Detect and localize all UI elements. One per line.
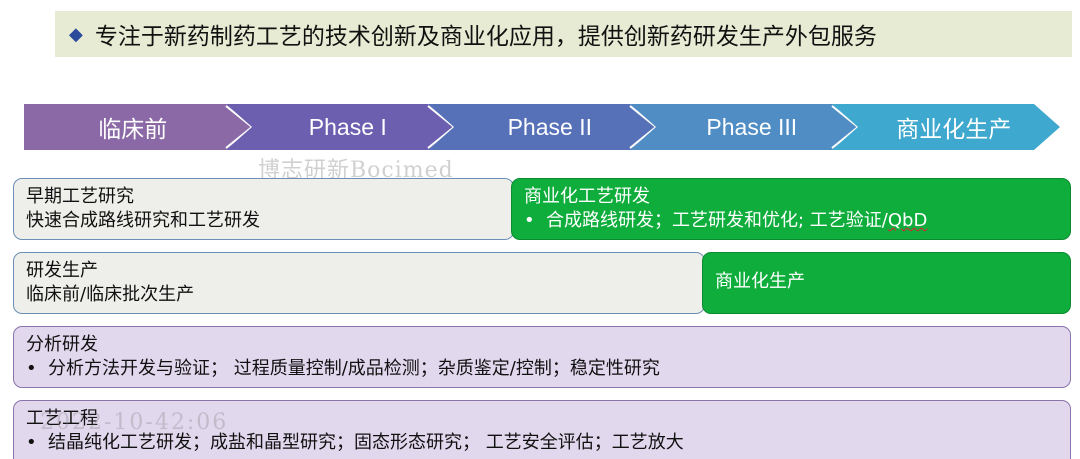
phase-label: Phase II <box>507 113 592 140</box>
phase-label: 商业化生产 <box>896 116 1012 142</box>
commercial-process-line: 合成路线研发；工艺研发和优化; 工艺验证/ <box>546 210 888 231</box>
diamond-icon: ◆ <box>69 23 83 45</box>
phase-chevron <box>24 104 252 150</box>
early-process-line: 快速合成路线研究和工艺研发 <box>26 210 260 231</box>
qbd-text: QbD <box>887 210 928 231</box>
phase-label: 临床前 <box>98 116 168 142</box>
top-banner: ◆ 专注于新药制药工艺的技术创新及商业化应用，提供创新药研发生产外包服务 <box>55 11 1072 57</box>
bullet-mark: • <box>26 432 37 453</box>
bullet-mark: • <box>524 210 535 231</box>
engineering-title: 工艺工程 <box>26 408 98 429</box>
engineering-box: 工艺工程 • 结晶纯化工艺研发；成盐和晶型研究；固态形态研究； 工艺安全评估；工艺… <box>13 400 1071 459</box>
engineering-line: 结晶纯化工艺研发；成盐和晶型研究；固态形态研究； 工艺安全评估；工艺放大 <box>48 432 684 453</box>
watermark-timestamp: 2022-10-42:06 <box>40 410 229 435</box>
commercial-production-title: 商业化生产 <box>715 271 805 292</box>
phase-chevron <box>832 104 1060 150</box>
rd-production-box: 研发生产 临床前/临床批次生产 <box>13 252 705 314</box>
phase-chevron <box>226 104 454 150</box>
commercial-production-box: 商业化生产 <box>702 252 1071 314</box>
phase-arrow-graphic <box>24 104 1060 150</box>
phase-label: Phase III <box>706 113 798 140</box>
rd-production-title: 研发生产 <box>26 260 98 281</box>
phase-chevron <box>428 104 656 150</box>
analysis-line: 分析方法开发与验证； 过程质量控制/成品检测；杂质鉴定/控制；稳定性研究 <box>48 358 660 379</box>
analysis-box: 分析研发 • 分析方法开发与验证； 过程质量控制/成品检测；杂质鉴定/控制；稳定性… <box>13 326 1071 388</box>
commercial-process-box: 商业化工艺研发 • 合成路线研发；工艺研发和优化; 工艺验证/QbD <box>511 178 1071 240</box>
bullet-mark: • <box>26 358 37 379</box>
phase-arrow-bar: 临床前 Phase I Phase II Phase III 商业化生产 <box>24 104 1060 150</box>
analysis-title: 分析研发 <box>26 334 98 355</box>
early-process-box: 早期工艺研究 快速合成路线研究和工艺研发 <box>13 178 514 240</box>
phase-label: Phase I <box>308 113 387 140</box>
rd-production-line: 临床前/临床批次生产 <box>26 284 195 305</box>
commercial-process-title: 商业化工艺研发 <box>524 186 650 207</box>
phase-chevron <box>630 104 858 150</box>
early-process-title: 早期工艺研究 <box>26 186 134 207</box>
banner-text: 专注于新药制药工艺的技术创新及商业化应用，提供创新药研发生产外包服务 <box>94 24 877 50</box>
